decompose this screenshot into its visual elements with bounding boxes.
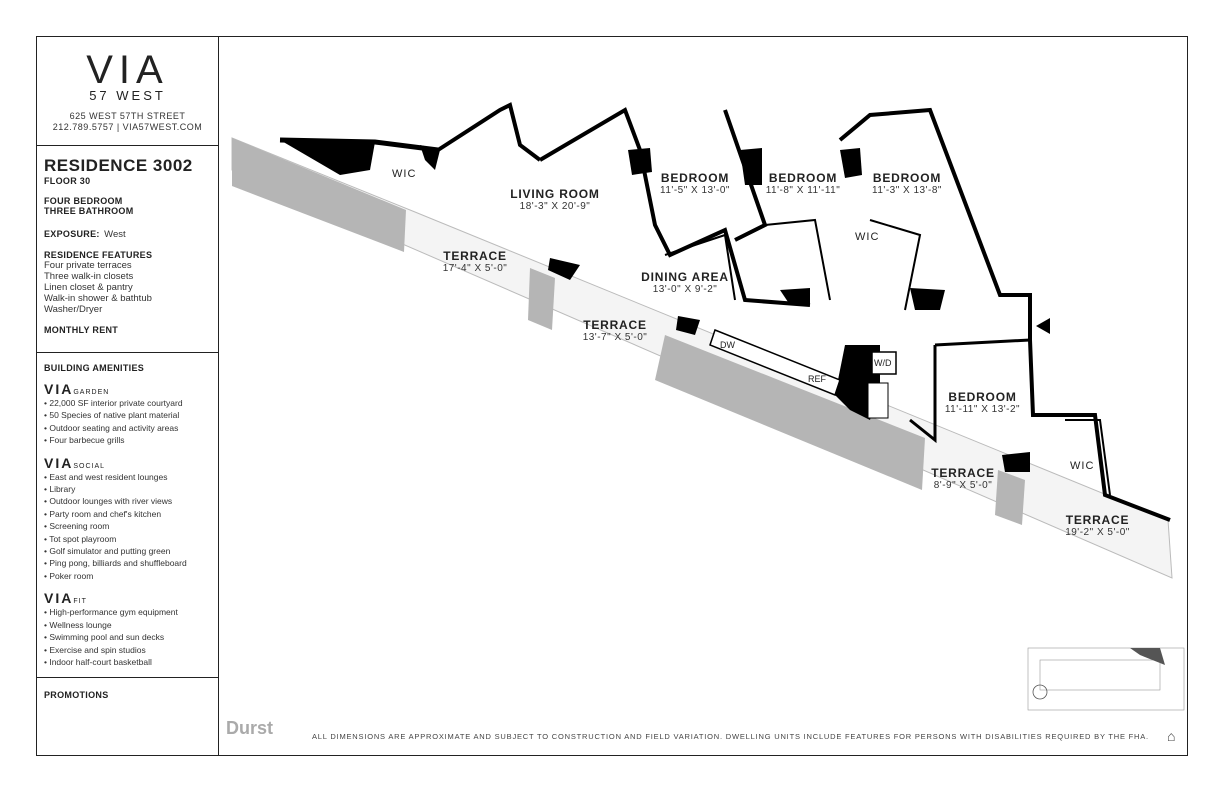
amenity-item: • 22,000 SF interior private courtyard	[44, 398, 183, 408]
amenity-group-title: VIAGARDEN	[44, 381, 110, 397]
amenity-item: • Screening room	[44, 521, 110, 532]
feature-item: Linen closet & pantry	[44, 282, 133, 293]
column	[1002, 452, 1030, 472]
amenity-item: • Outdoor seating and activity areas	[44, 422, 179, 433]
column	[420, 145, 440, 170]
entry-arrow	[1036, 318, 1050, 334]
exterior-wall	[934, 338, 1031, 347]
residence-section: RESIDENCE 3002 FLOOR 30 FOUR BEDROOM THR…	[36, 146, 219, 353]
amenity-item: • East and west resident lounges	[44, 471, 168, 482]
via-logo: VIA	[86, 48, 169, 92]
planter	[528, 268, 555, 330]
amenity-item: • High-performance gym equipment	[44, 607, 178, 618]
contact: 212.789.5757 | VIA57WEST.COM	[52, 122, 203, 132]
refrigerator-label: REF	[808, 374, 826, 384]
amenity-item: • Ping pong, billiards and shuffleboard	[44, 558, 187, 569]
amenity-item: • Exercise and spin studios	[44, 644, 146, 655]
monthly-rent-label: MONTHLY RENT	[44, 325, 119, 335]
amenities-heading: BUILDING AMENITIES	[44, 363, 145, 373]
residence-title: RESIDENCE 3002	[44, 156, 193, 175]
dishwasher-label: DW	[720, 340, 735, 350]
exposure-label: EXPOSURE:	[44, 229, 100, 239]
planter	[655, 335, 925, 490]
interior-wall	[664, 233, 736, 301]
exterior-wall	[838, 107, 1171, 522]
amenity-item: • Swimming pool and sun decks	[44, 632, 165, 643]
column	[840, 148, 862, 178]
amenities-section: BUILDING AMENITIES VIAGARDEN • 22,000 SF…	[36, 353, 219, 678]
column	[548, 258, 580, 280]
column	[676, 316, 700, 335]
logo-subtitle: 57 WEST	[89, 88, 166, 103]
logo-section: VIA 57 WEST 625 WEST 57TH STREET 212.789…	[36, 36, 219, 146]
exterior-wall	[538, 107, 811, 307]
address: 625 WEST 57TH STREET	[69, 111, 186, 121]
features-heading: RESIDENCE FEATURES	[44, 250, 153, 260]
exterior-wall	[909, 345, 937, 444]
room-label: TERRACE 17'-4" X 5'-0"	[442, 249, 508, 274]
amenity-item: • Library	[44, 484, 76, 495]
unit-type-1: FOUR BEDROOM	[44, 196, 123, 206]
amenity-group-title: VIASOCIAL	[44, 454, 106, 471]
room-label: BEDROOM 11'-11" X 13'-2"	[944, 390, 1021, 415]
floor-plan	[231, 102, 1185, 711]
amenity-item: • 50 Species of native plant material	[44, 410, 180, 421]
room-label: BEDROOM 11'-5" X 13'-0"	[660, 171, 730, 196]
washer-dryer-label: W/D	[874, 358, 892, 368]
room-label: DINING AREA 13'-0" X 9'-2"	[641, 270, 729, 295]
promotions-section: PROMOTIONS	[36, 678, 219, 756]
amenity-item: • Party room and chef's kitchen	[44, 508, 162, 519]
bathtub	[867, 382, 889, 419]
amenity-item: • Wellness lounge	[44, 619, 112, 630]
room-label: BEDROOM 11'-8" X 11'-11"	[765, 171, 841, 196]
planter	[232, 138, 406, 252]
kitchen-counter	[709, 329, 841, 396]
feature-item: Walk-in shower & bathtub	[44, 293, 152, 304]
feature-item: Three walk-in closets	[44, 271, 134, 282]
column	[910, 288, 945, 310]
interior-wall	[764, 218, 831, 301]
closet-label: WIC	[855, 231, 880, 243]
page-frame	[36, 36, 1188, 756]
planter	[995, 470, 1025, 525]
room-label: TERRACE 8'-9" X 5'-0"	[931, 466, 995, 491]
interior-wall	[869, 219, 922, 311]
promotions-heading: PROMOTIONS	[44, 690, 109, 700]
floor: FLOOR 30	[44, 176, 91, 186]
feature-item: Washer/Dryer	[44, 304, 103, 315]
room-label: BEDROOM 11'-3" X 13'-8"	[872, 171, 942, 196]
closet-label: WIC	[1070, 460, 1095, 472]
sidebar: VIA 57 WEST 625 WEST 57TH STREET 212.789…	[36, 36, 219, 756]
column	[280, 140, 375, 175]
disclaimer: ALL DIMENSIONS ARE APPROXIMATE AND SUBJE…	[312, 732, 1149, 741]
column	[740, 148, 762, 185]
column	[780, 288, 810, 305]
unit-type-2: THREE BATHROOM	[44, 206, 134, 216]
amenity-item: • Golf simulator and putting green	[44, 546, 171, 557]
column	[628, 148, 652, 175]
equal-housing-icon: ⌂	[1167, 728, 1176, 744]
washer-dryer	[871, 351, 897, 375]
amenity-item: • Indoor half-court basketball	[44, 656, 152, 667]
room-label: TERRACE 13'-7" X 5'-0"	[582, 318, 648, 343]
room-label: TERRACE 19'-2" X 5'-0"	[1065, 513, 1130, 538]
exterior-wall	[436, 102, 542, 162]
amenity-item: • Tot spot playroom	[44, 533, 117, 544]
key-plan	[1027, 647, 1185, 711]
interior-wall	[1065, 419, 1111, 496]
durst-logo: Durst	[226, 718, 274, 738]
closet-label: WIC	[392, 168, 417, 180]
amenity-group-title: VIAFIT	[44, 590, 87, 607]
amenity-item: • Poker room	[44, 570, 94, 581]
amenity-item: • Four barbecue grills	[44, 435, 125, 446]
amenity-item: • Outdoor lounges with river views	[44, 496, 173, 507]
exposure-value: West	[104, 229, 126, 240]
feature-item: Four private terraces	[44, 260, 132, 271]
room-label: LIVING ROOM 18'-3" X 20'-9"	[510, 187, 600, 212]
